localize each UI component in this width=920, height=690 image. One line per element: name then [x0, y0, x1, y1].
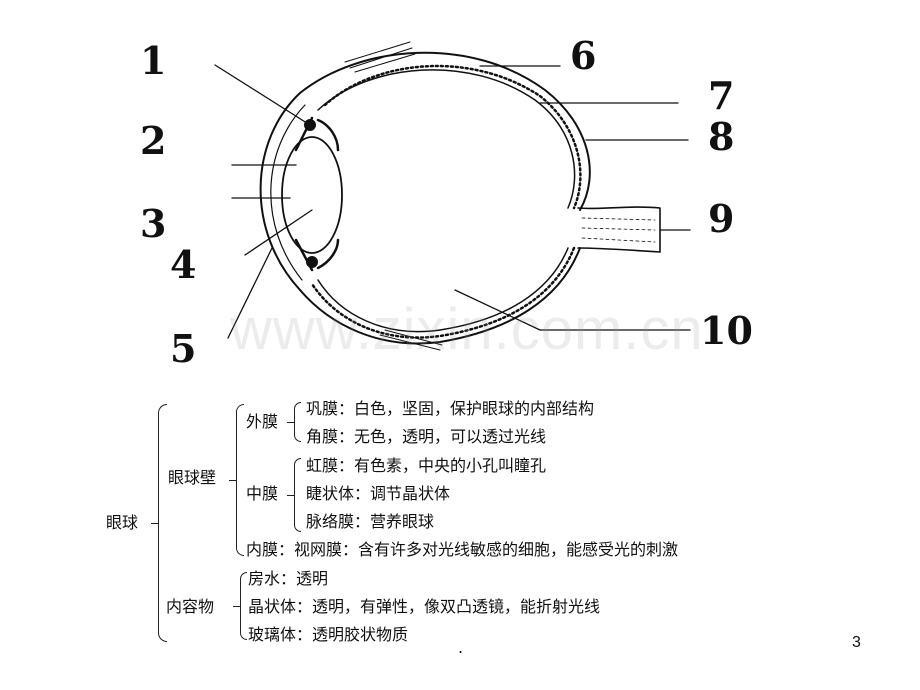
label-4: 4	[170, 242, 197, 287]
leader-10	[454, 289, 541, 331]
label-9: 9	[708, 196, 735, 241]
lens-shape	[281, 136, 343, 254]
ciliary-bottom	[306, 256, 318, 268]
tree-ciliary: 睫状体：调节晶状体	[306, 484, 451, 503]
optic-nerve-fibers	[581, 217, 656, 243]
tree-wall: 眼球壁	[168, 468, 217, 487]
brace-outer	[287, 402, 301, 442]
cornea-inner	[270, 104, 306, 281]
tree-middle: 中膜	[246, 484, 279, 503]
label-6: 6	[570, 33, 597, 78]
leader-lines	[214, 64, 691, 339]
tree-choroid: 脉络膜：营养眼球	[306, 512, 435, 531]
page-number: 3	[852, 634, 861, 651]
brace-wall	[229, 404, 244, 556]
label-7: 7	[708, 73, 735, 118]
brace-contents	[233, 572, 247, 640]
cornea-outline	[259, 92, 301, 291]
tree-inner: 内膜：视网膜：含有许多对光线敏感的细胞，能感受光的刺激	[246, 540, 679, 559]
footer-dot: .	[458, 638, 464, 657]
choroid-dotted	[310, 64, 582, 339]
label-1: 1	[140, 38, 167, 83]
muscle-bottom	[379, 329, 443, 351]
muscle-top	[344, 41, 416, 73]
iris-top	[294, 116, 340, 152]
optic-nerve	[577, 206, 661, 253]
sclera-outline	[299, 51, 591, 345]
tree-root: 眼球	[106, 513, 139, 532]
tree-vitreous: 玻璃体：透明胶状物质	[248, 625, 409, 644]
tree-lens: 晶状体：透明，有弹性，像双凸透镜，能折射光线	[248, 597, 601, 616]
tree-iris: 虹膜：有色素，中央的小孔叫瞳孔	[306, 456, 547, 475]
watermark-text: www.zixin.com.cn	[230, 297, 704, 362]
label-5: 5	[170, 326, 197, 371]
leader-1	[214, 64, 311, 126]
tree-outer: 外膜	[246, 412, 279, 431]
brace-middle	[287, 458, 301, 532]
eye-cross-section-diagram	[214, 41, 691, 351]
retina-outline	[317, 69, 576, 333]
tree-aqueous: 房水：透明	[248, 569, 329, 588]
tree-sclera: 巩膜：白色，坚固，保护眼球的内部结构	[306, 399, 595, 418]
tree-contents: 内容物	[166, 597, 215, 616]
tree-cornea: 角膜：无色，透明，可以透过光线	[306, 427, 547, 446]
iris-bottom	[294, 238, 340, 272]
leader-5	[227, 247, 273, 339]
label-8: 8	[708, 114, 735, 159]
label-10: 10	[700, 308, 753, 353]
label-3: 3	[140, 201, 167, 246]
label-2: 2	[140, 118, 167, 163]
leader-4	[244, 209, 313, 256]
